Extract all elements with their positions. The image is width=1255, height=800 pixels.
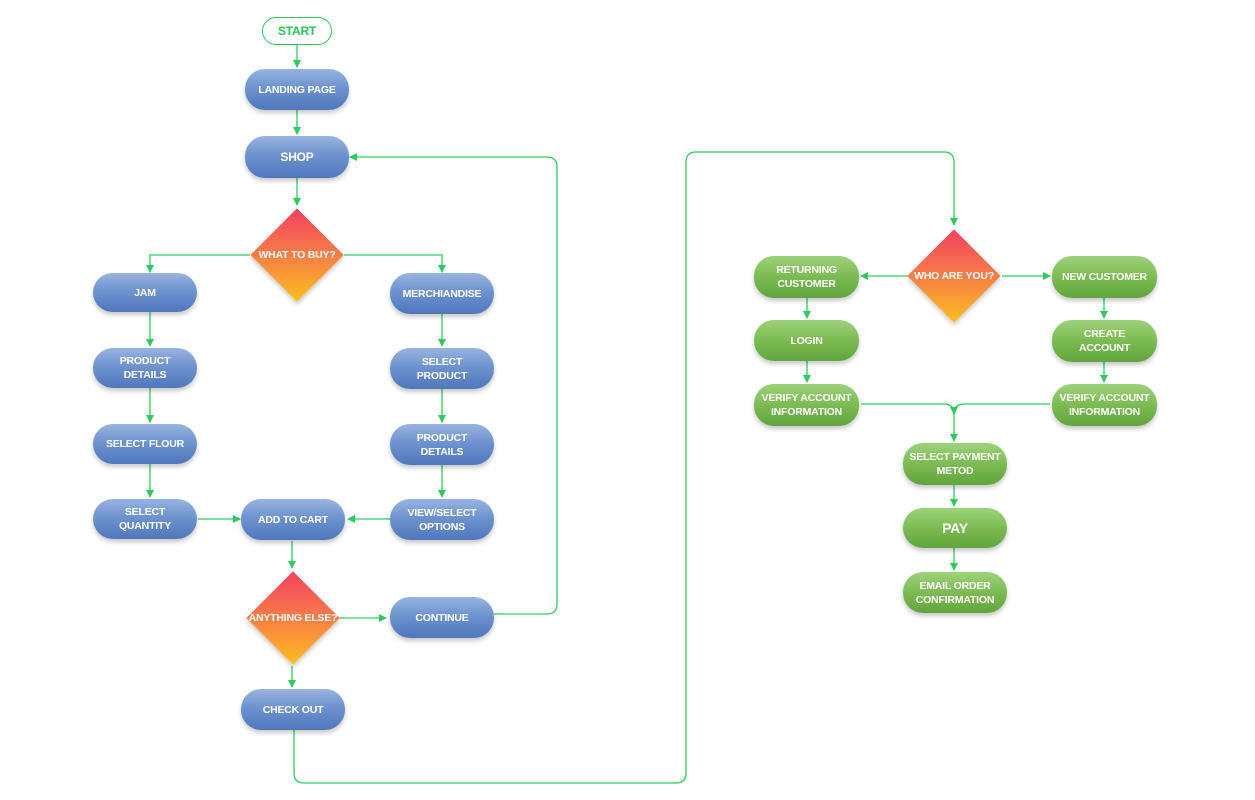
new-customer-node: NEW CUSTOMER — [1052, 256, 1157, 298]
what-to-buy-label: WHAT TO BUY? — [258, 249, 336, 261]
verify-account-new-node: VERIFY ACCOUNT INFORMATION — [1052, 384, 1157, 426]
anything-else-decision: ANYTHING ELSE? — [245, 570, 341, 666]
connector-decision-merch — [344, 254, 446, 273]
returning-customer-node: RETURNING CUSTOMER — [754, 256, 859, 298]
connector-verify-new-payment — [950, 403, 1050, 415]
start-node: START — [262, 17, 332, 45]
check-out-node: CHECK OUT — [241, 689, 345, 730]
jam-node: JAM — [93, 273, 197, 312]
connector-checkout-who — [293, 151, 958, 784]
verify-account-returning-node: VERIFY ACCOUNT INFORMATION — [754, 384, 859, 426]
select-quantity-node: SELECT QUANTITY — [93, 499, 197, 539]
merchandise-node: MERCHIANDISE — [390, 273, 494, 314]
create-account-node: CREATE ACCOUNT — [1052, 320, 1157, 362]
who-are-you-decision: WHO ARE YOU? — [906, 228, 1002, 324]
select-flour-node: SELECT FLOUR — [93, 424, 197, 464]
anything-else-label: ANYTHING ELSE? — [248, 612, 338, 624]
login-node: LOGIN — [754, 320, 859, 361]
landing-page-node: LANDING PAGE — [245, 69, 349, 110]
email-order-confirmation-node: EMAIL ORDER CONFIRMATION — [903, 572, 1007, 613]
select-product-node: SELECT PRODUCT — [390, 348, 494, 389]
who-are-you-label: WHO ARE YOU? — [914, 270, 994, 282]
add-to-cart-node: ADD TO CART — [241, 499, 345, 540]
connector-continue-shop — [349, 153, 558, 615]
select-payment-method-node: SELECT PAYMENT METOD — [903, 443, 1007, 485]
pay-node: PAY — [903, 508, 1007, 548]
connector-verify-returning-payment — [861, 403, 958, 442]
shop-node: SHOP — [245, 136, 349, 178]
view-select-options-node: VIEW/SELECT OPTIONS — [390, 499, 494, 540]
connector-decision-jam — [146, 254, 250, 273]
product-details-jam-node: PRODUCT DETAILS — [93, 348, 197, 388]
continue-node: CONTINUE — [390, 597, 494, 638]
what-to-buy-decision: WHAT TO BUY? — [249, 207, 345, 303]
product-details-merch-node: PRODUCT DETAILS — [390, 424, 494, 465]
